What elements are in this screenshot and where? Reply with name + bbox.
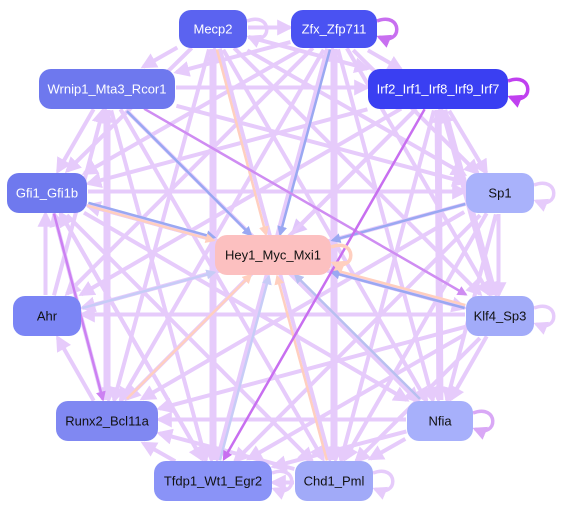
- self-loop-irf2-irf1-irf8-irf9-irf7: [507, 77, 530, 108]
- node-ahr[interactable]: Ahr: [13, 296, 81, 336]
- edge-mecp2-to-wrnip1-mta3-rcor1: [140, 45, 179, 69]
- self-loop-sp1: [533, 181, 556, 212]
- node-box: [466, 296, 534, 336]
- edge-sp1-to-runx2-bcl11a: [139, 210, 466, 401]
- edge-nfia-to-irf2-irf1-irf8-irf9-irf7: [431, 106, 448, 401]
- node-irf2-irf1-irf8-irf9-irf7[interactable]: Irf2_Irf1_Irf8_Irf9_Irf7: [368, 69, 508, 109]
- edge-klf4-sp3-to-runx2-bcl11a: [156, 324, 466, 414]
- edge-gfi1-gfi1b-to-hey1-myc-mxi1: [88, 201, 217, 241]
- node-nfia[interactable]: Nfia: [407, 401, 473, 441]
- edge-zfx-zfp711-to-wrnip1-mta3-rcor1: [173, 40, 291, 77]
- node-runx2-bcl11a[interactable]: Runx2_Bcl11a: [56, 401, 158, 441]
- edge-irf2-irf1-irf8-irf9-irf7-to-sp1: [447, 109, 488, 176]
- node-box: [291, 10, 377, 48]
- node-gfi1-gfi1b[interactable]: Gfi1_Gfi1b: [7, 173, 87, 213]
- node-box: [466, 173, 534, 213]
- node-mecp2[interactable]: Mecp2: [179, 10, 247, 48]
- self-loop-klf4-sp3: [533, 304, 556, 335]
- edge-gfi1-gfi1b-to-hey1-myc-mxi1: [87, 204, 216, 244]
- edge-gfi1-gfi1b-to-nfia: [82, 210, 410, 402]
- self-loop-mecp2: [246, 17, 269, 48]
- edge-nfia-to-chd1-pml: [367, 437, 407, 461]
- edge-mecp2-to-gfi1-gfi1b: [64, 46, 194, 174]
- edge-zfx-zfp711-to-irf2-irf1-irf8-irf9-irf7: [366, 48, 404, 72]
- edge-tfdp1-wt1-egr2-to-hey1-myc-mxi1: [218, 274, 272, 461]
- edge-klf4-sp3-to-hey1-myc-mxi1: [330, 266, 466, 307]
- node-hey1-myc-mxi1[interactable]: Hey1_Myc_Mxi1: [215, 235, 331, 275]
- edge-chd1-pml-to-hey1-myc-mxi1: [274, 274, 329, 461]
- self-loop-hey1-myc-mxi1: [330, 243, 353, 274]
- edge-sp1-to-hey1-myc-mxi1: [330, 202, 466, 244]
- edges-layer: [37, 17, 556, 500]
- self-loop-nfia: [472, 409, 495, 440]
- edge-wrnip1-mta3-rcor1-to-klf4-sp3: [143, 107, 468, 296]
- node-chd1-pml[interactable]: Chd1_Pml: [295, 461, 373, 501]
- node-box: [179, 10, 247, 48]
- edge-tfdp1-wt1-egr2-to-gfi1-gfi1b: [58, 210, 204, 461]
- edge-klf4-sp3-to-nfia: [448, 335, 489, 403]
- self-loop-zfx-zfp711: [376, 17, 399, 48]
- edge-irf2-irf1-irf8-irf9-irf7-to-ahr: [78, 106, 403, 297]
- node-klf4-sp3[interactable]: Klf4_Sp3: [466, 296, 534, 336]
- edge-irf2-irf1-irf8-irf9-irf7-to-gfi1-gfi1b: [85, 107, 368, 188]
- edge-mecp2-to-hey1-myc-mxi1: [215, 49, 269, 237]
- node-zfx-zfp711[interactable]: Zfx_Zfp711: [291, 10, 377, 48]
- edge-zfx-zfp711-to-hey1-myc-mxi1: [277, 49, 332, 237]
- node-tfdp1-wt1-egr2[interactable]: Tfdp1_Wt1_Egr2: [154, 461, 272, 501]
- self-loop-tfdp1-wt1-egr2: [271, 469, 294, 500]
- edge-wrnip1-mta3-rcor1-to-hey1-myc-mxi1: [126, 110, 253, 237]
- edge-klf4-sp3-to-tfdp1-wt1-egr2: [246, 333, 466, 461]
- edge-nfia-to-tfdp1-wt1-egr2: [270, 429, 407, 472]
- edge-irf2-irf1-irf8-irf9-irf7-to-tfdp1-wt1-egr2: [222, 108, 426, 462]
- edge-klf4-sp3-to-hey1-myc-mxi1: [329, 269, 465, 310]
- edge-tfdp1-wt1-egr2-to-runx2-bcl11a: [140, 441, 177, 464]
- node-box: [39, 69, 175, 109]
- edge-runx2-bcl11a-to-ahr: [55, 334, 96, 402]
- node-box: [154, 461, 272, 501]
- edge-zfx-zfp711-to-runx2-bcl11a: [118, 48, 326, 404]
- node-box: [56, 401, 158, 441]
- edge-ahr-to-hey1-myc-mxi1: [82, 269, 217, 310]
- node-box: [7, 173, 87, 213]
- node-box: [407, 401, 473, 441]
- node-box: [215, 235, 331, 275]
- edge-nfia-to-hey1-myc-mxi1: [293, 273, 421, 400]
- node-wrnip1-mta3-rcor1[interactable]: Wrnip1_Mta3_Rcor1: [39, 69, 175, 109]
- node-box: [295, 461, 373, 501]
- node-box: [13, 296, 81, 336]
- node-sp1[interactable]: Sp1: [466, 173, 534, 213]
- edge-runx2-bcl11a-to-hey1-myc-mxi1: [126, 273, 253, 400]
- edge-mecp2-to-nfia: [221, 48, 429, 404]
- edge-wrnip1-mta3-rcor1-to-gfi1-gfi1b: [56, 108, 96, 175]
- self-loop-chd1-pml: [372, 469, 395, 500]
- node-box: [368, 69, 508, 109]
